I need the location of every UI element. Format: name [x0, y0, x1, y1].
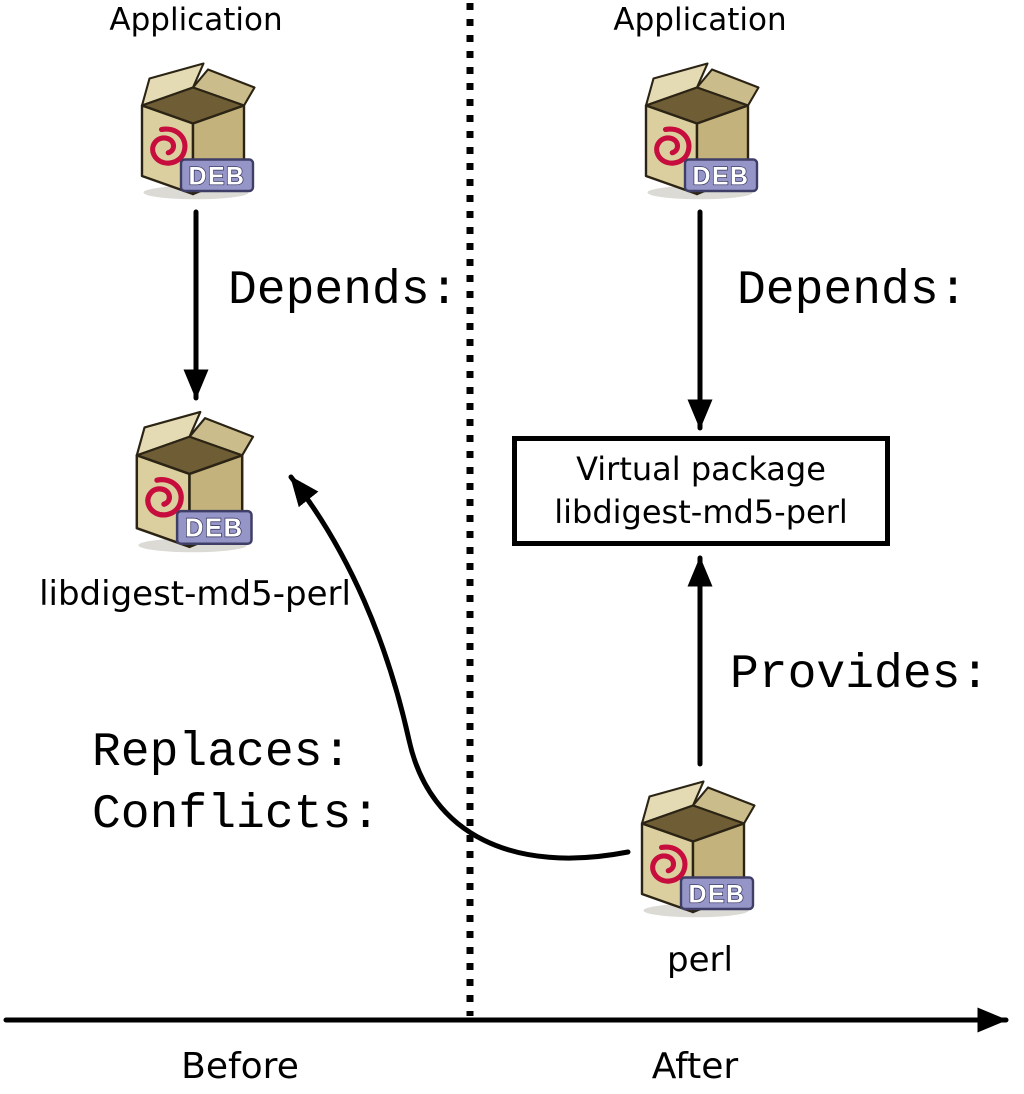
depends-label-left: Depends: [228, 264, 459, 318]
application-label-after: Application [613, 2, 787, 38]
virtual-package-line2: libdigest-md5-perl [554, 493, 848, 531]
conflicts-label: Conflicts: [92, 788, 381, 842]
before-label: Before [181, 1046, 299, 1087]
deb-package-icon-application-before [118, 50, 268, 200]
depends-label-right: Depends: [737, 264, 968, 318]
deb-package-icon-perl [618, 768, 768, 918]
replaces-label: Replaces: [92, 726, 352, 780]
deb-package-icon-libdigest [112, 398, 267, 553]
virtual-package-line1: Virtual package [576, 449, 826, 488]
deb-package-icon-application-after [622, 50, 772, 200]
after-label: After [651, 1046, 739, 1087]
perl-package-label: perl [667, 940, 733, 980]
application-label-before: Application [109, 2, 283, 38]
libdigest-package-label: libdigest-md5-perl [39, 574, 351, 614]
provides-label: Provides: [730, 648, 990, 702]
virtual-package-box: Virtual package libdigest-md5-perl [512, 436, 890, 546]
